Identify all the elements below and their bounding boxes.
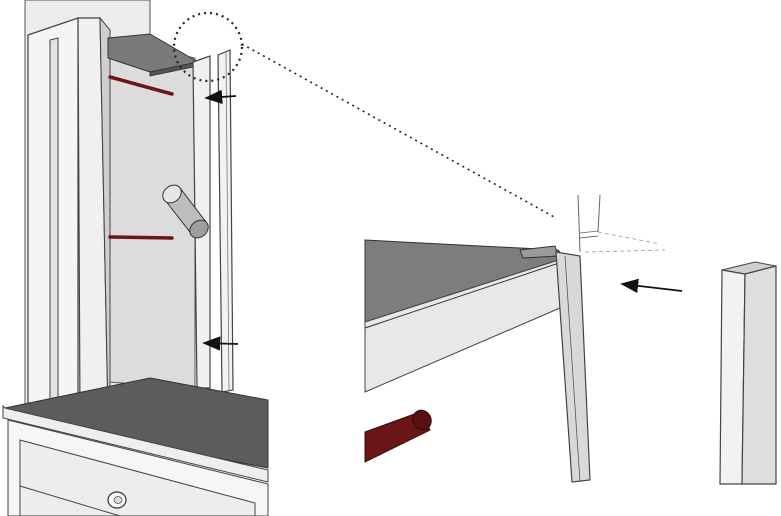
rod-lower bbox=[108, 235, 174, 240]
rod-upper bbox=[108, 75, 174, 96]
arrow-icon bbox=[204, 89, 237, 105]
arrow-icon bbox=[620, 278, 683, 294]
dowel bbox=[162, 184, 209, 239]
detail-loose-upright-front bbox=[719, 269, 746, 485]
dim-mark bbox=[579, 235, 599, 239]
detail-notch bbox=[519, 245, 559, 259]
overview-view bbox=[2, 0, 269, 516]
loose-stile bbox=[217, 49, 234, 393]
detail-view bbox=[364, 194, 777, 485]
detail-loose-upright-side bbox=[741, 265, 777, 485]
drawer-upper bbox=[19, 439, 256, 516]
left-side-edge bbox=[49, 37, 59, 407]
detail-rod bbox=[364, 409, 432, 463]
detail-callout-circle bbox=[172, 11, 244, 83]
leader-line bbox=[241, 43, 557, 219]
knob bbox=[107, 491, 127, 509]
arrow-icon bbox=[202, 336, 239, 351]
detail-upright bbox=[555, 251, 591, 483]
counter-edge bbox=[2, 404, 269, 483]
